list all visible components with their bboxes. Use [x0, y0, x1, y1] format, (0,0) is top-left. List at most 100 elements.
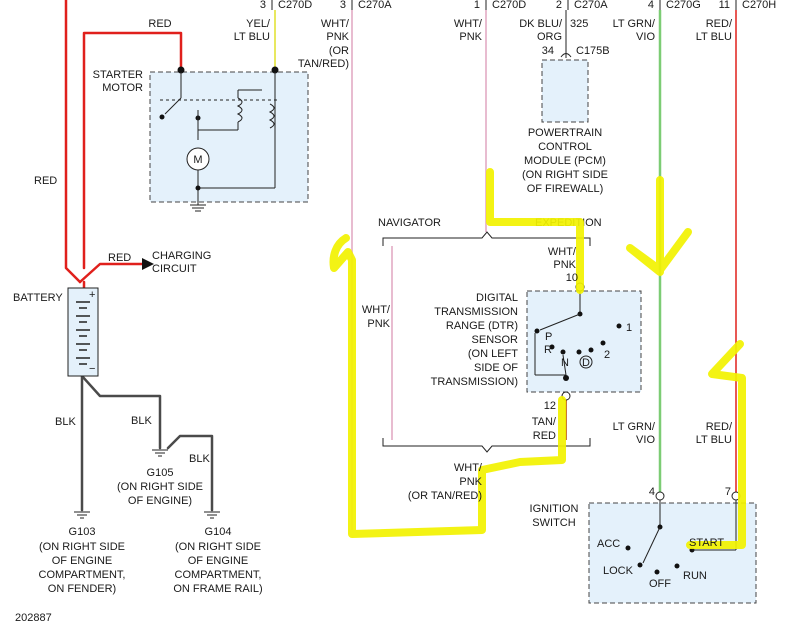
g104-label-5: ON FRAME RAIL) [173, 583, 262, 595]
red-top-label: RED [148, 18, 171, 30]
wht-pnk-bottom-label-1: WHT/ [454, 462, 483, 474]
ignition-switch-label-2: SWITCH [532, 517, 575, 529]
red-left-label: RED [34, 175, 57, 187]
charging-circuit-label-1: CHARGING [152, 250, 211, 262]
navigator-label: NAVIGATOR [378, 217, 441, 229]
g103-label-2: (ON RIGHT SIDE [39, 541, 125, 553]
starter-motor-label-1: STARTER [93, 69, 143, 81]
ignition-pin-left: 4 [649, 486, 655, 498]
starter-motor-box [149, 71, 309, 203]
wht-pnk-nav-label-2: PNK [367, 318, 390, 330]
g104-label-3: OF ENGINE [188, 555, 249, 567]
g105-label-3: OF ENGINE) [128, 495, 192, 507]
g105-label-1: G105 [147, 467, 174, 479]
lt-grn-vio-top-label-1: LT GRN/ [613, 18, 656, 30]
connector-c6-pin: 11 [719, 0, 730, 11]
blk-right-label: BLK [189, 453, 210, 465]
wht-pnk-top-label-1: WHT/ [321, 18, 350, 30]
dtr-pos-p: P [545, 331, 552, 343]
wires [64, 0, 737, 530]
wht-pnk-mid-label-2: PNK [459, 31, 482, 43]
dtr-pos-n: N [561, 357, 569, 369]
g103-label-3: OF ENGINE [52, 555, 113, 567]
solenoid-coil-2 [236, 97, 243, 123]
starter-motor-label-2: MOTOR [102, 82, 143, 94]
connector-c4-name: C270A [574, 0, 608, 11]
labels: RED YEL/ LT BLU WHT/ PNK (OR TAN/RED) WH… [13, 18, 733, 624]
wht-pnk-bottom-label-3: (OR TAN/RED) [408, 490, 482, 502]
dk-blu-org-label-1: DK BLU/ [519, 18, 563, 30]
ground-g104-icon [204, 511, 220, 519]
connector-c1-name: C270D [278, 0, 312, 11]
red-wire-left [64, 0, 82, 284]
battery-label: BATTERY [13, 292, 63, 304]
dtr-pin-bottom: 12 [544, 400, 556, 412]
dtr-label-3: RANGE (DTR) [446, 320, 518, 332]
tan-red-label-1: TAN/ [532, 416, 557, 428]
g103-label-4: COMPARTMENT, [39, 569, 126, 581]
highlight-path-red [686, 340, 746, 549]
pcm-label-5: OF FIREWALL) [527, 183, 604, 195]
wht-pnk-top-label-4: TAN/RED) [298, 58, 349, 70]
highlight-path-green [626, 176, 692, 276]
ignition-pin-right: 7 [725, 486, 731, 498]
lt-grn-vio-bottom-label-1: LT GRN/ [613, 421, 656, 433]
red-lt-blu-bottom-label-1: RED/ [706, 421, 733, 433]
connector-c2-name: C270A [358, 0, 392, 11]
wht-pnk-mid-label-1: WHT/ [454, 18, 483, 30]
ground-symbols [74, 449, 220, 519]
g105-label-2: (ON RIGHT SIDE [117, 481, 203, 493]
pcm-box [541, 59, 589, 123]
red-wire-charging [78, 262, 144, 284]
dk-blu-org-label-2: ORG [537, 31, 562, 43]
figure-id: 202887 [15, 612, 52, 624]
highlight-path-expedition [486, 168, 584, 294]
g103-label-5: ON FENDER) [48, 583, 116, 595]
pcm-pin-number: 34 [542, 45, 554, 57]
top-bracket [382, 231, 591, 246]
wht-pnk-dtr-label-2: PNK [553, 259, 576, 271]
pcm-label-3: MODULE (PCM) [524, 155, 606, 167]
motor-symbol: M [193, 154, 202, 166]
blk-left-label: BLK [55, 416, 76, 428]
dtr-label-1: DIGITAL [476, 292, 518, 304]
dtr-label-6: SIDE OF [474, 362, 518, 374]
red-lt-blu-top-label-1: RED/ [706, 18, 733, 30]
tan-red-label-2: RED [533, 430, 556, 442]
wht-pnk-top-label-2: PNK [326, 31, 349, 43]
wht-pnk-bottom-label-2: PNK [459, 476, 482, 488]
g104-label-1: G104 [205, 526, 232, 538]
lt-grn-vio-top-label-2: VIO [636, 31, 655, 43]
connector-c1-pin: 3 [260, 0, 266, 11]
ground-g105-icon [152, 449, 168, 457]
ignition-pos-off: OFF [649, 578, 671, 590]
ignition-switch-internals [625, 491, 741, 575]
charging-arrow-icon [142, 258, 154, 270]
ignition-switch-box [588, 502, 757, 604]
highlight-path-left [329, 234, 566, 538]
dtr-wiper [539, 313, 581, 331]
solenoid-coil-1 [268, 103, 275, 129]
yel-lt-blu-label-1: YEL/ [246, 18, 271, 30]
battery-minus-sign: − [89, 363, 95, 375]
connector-c5-name: C270G [666, 0, 701, 11]
connector-c3-pin: 1 [474, 0, 480, 11]
wht-pnk-top-label-3: (OR [329, 45, 349, 57]
blk-wire-g105 [80, 374, 162, 450]
battery-symbol: + − [67, 287, 99, 377]
battery-plus-sign: + [89, 289, 95, 301]
ignition-pos-lock: LOCK [603, 565, 634, 577]
pcm-connector-name: C175B [576, 45, 610, 57]
pcm-label-2: CONTROL [538, 141, 592, 153]
g104-label-4: COMPARTMENT, [175, 569, 262, 581]
dtr-label-5: (ON LEFT [468, 348, 518, 360]
ground-g103-icon [74, 511, 90, 519]
charging-circuit-label-2: CIRCUIT [152, 263, 197, 275]
dtr-pin-top: 10 [566, 272, 578, 284]
bottom-bracket [382, 438, 591, 453]
red-charging-label: RED [108, 252, 131, 264]
red-lt-blu-top-label-2: LT BLU [696, 31, 732, 43]
g103-label-1: G103 [69, 526, 96, 538]
dtr-pos-r: R [544, 344, 552, 356]
